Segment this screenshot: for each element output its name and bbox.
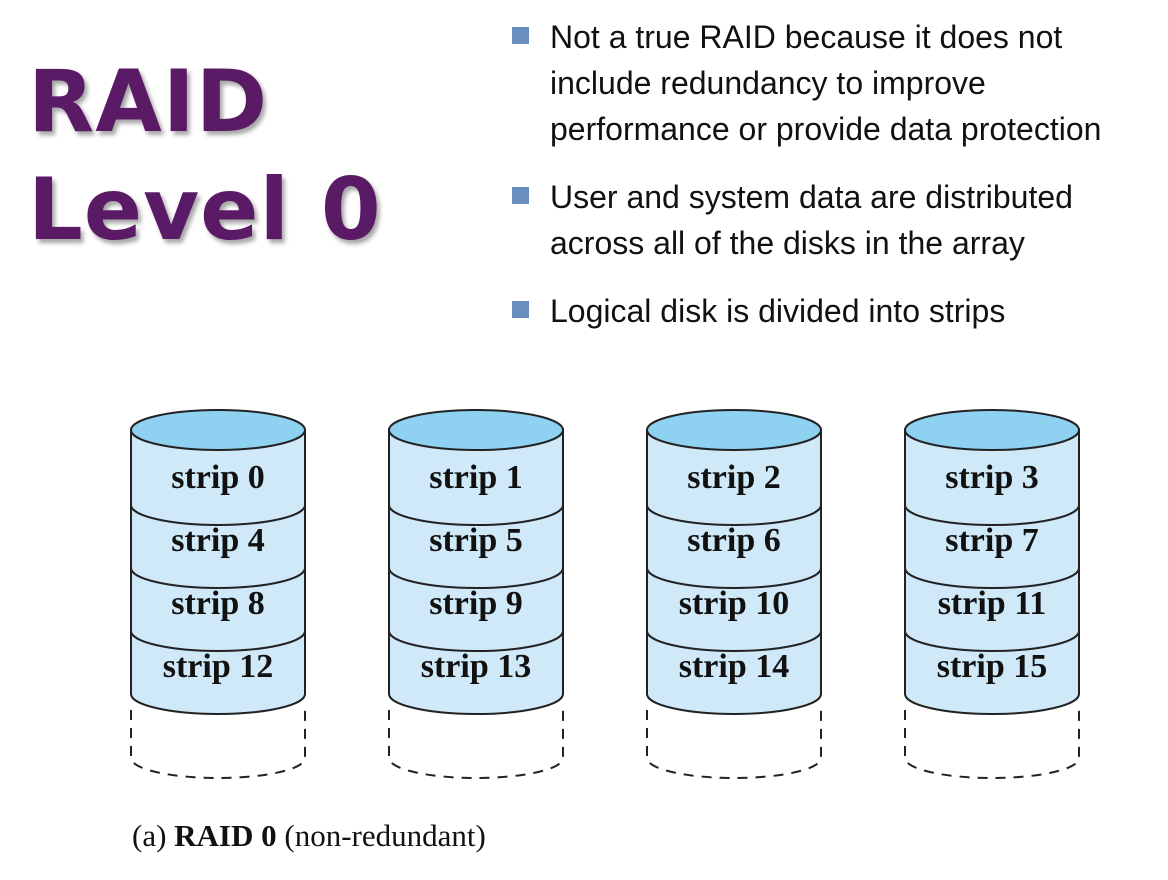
bullet-text: performance or provide data protection [550,111,1102,147]
disk-1: strip 1 strip 5 strip 9 strip 13 [388,409,564,779]
strip-label: strip 4 [171,522,265,559]
strip-label: strip 5 [429,522,523,559]
disk-top [904,409,1080,451]
disk-body [388,429,564,715]
bullet-item-3: Logical disk is divided into strips [512,288,1162,334]
strip-divider [646,630,822,652]
strip-label: strip 11 [938,585,1047,622]
strip-divider [388,567,564,589]
strip-label: strip 6 [687,522,781,559]
diagram-caption: (a) RAID 0 (non-redundant) [132,818,486,854]
strip-divider [130,567,306,589]
caption-suffix: (non-redundant) [276,818,486,853]
disk-top [646,409,822,451]
bullet-text: User and system data are distributed [550,179,1073,215]
caption-main: RAID 0 [174,818,277,853]
strip-label: strip 13 [421,648,532,685]
disk-body [646,429,822,715]
bullet-square-icon [512,301,529,318]
strip-divider [904,567,1080,589]
strip-label: strip 15 [937,648,1048,685]
disk-continuation [388,710,564,779]
slide-title: RAID Level 0 [28,48,382,264]
strip-label: strip 14 [679,648,790,685]
disk-body [130,429,306,715]
disk-0: strip 0 strip 4 strip 8 strip 12 [130,409,306,779]
bullet-text: across all of the disks in the array [550,225,1025,261]
strip-label: strip 2 [687,459,781,496]
strip-label: strip 3 [945,459,1039,496]
strip-divider [388,630,564,652]
strip-divider [130,504,306,526]
strip-divider [646,504,822,526]
strip-label: strip 10 [679,585,790,622]
disk-3: strip 3 strip 7 strip 11 strip 15 [904,409,1080,779]
bullet-text: Logical disk is divided into strips [550,293,1006,329]
strip-label: strip 8 [171,585,265,622]
strip-divider [388,504,564,526]
bullet-text: Not a true RAID because it does not [550,19,1063,55]
strip-label: strip 12 [163,648,274,685]
bullet-text: include redundancy to improve [550,65,986,101]
strip-label: strip 7 [945,522,1039,559]
disk-body [904,429,1080,715]
disk-continuation [646,710,822,779]
disk-top [130,409,306,451]
strip-label: strip 9 [429,585,523,622]
strip-divider [904,630,1080,652]
strip-divider [904,504,1080,526]
strip-divider [646,567,822,589]
bullet-square-icon [512,187,529,204]
bullet-square-icon [512,27,529,44]
bullet-item-1: Not a true RAID because it does not incl… [512,14,1162,152]
title-line-2: Level 0 [28,160,382,260]
strip-label: strip 0 [171,459,265,496]
disk-top [388,409,564,451]
caption-prefix: (a) [132,818,175,853]
strip-label: strip 1 [429,459,523,496]
disk-continuation [904,710,1080,779]
title-line-1: RAID [28,52,269,152]
bullet-list: Not a true RAID because it does not incl… [512,14,1162,356]
disk-2: strip 2 strip 6 strip 10 strip 14 [646,409,822,779]
bullet-item-2: User and system data are distributed acr… [512,174,1162,266]
strip-divider [130,630,306,652]
disk-continuation [130,710,306,779]
